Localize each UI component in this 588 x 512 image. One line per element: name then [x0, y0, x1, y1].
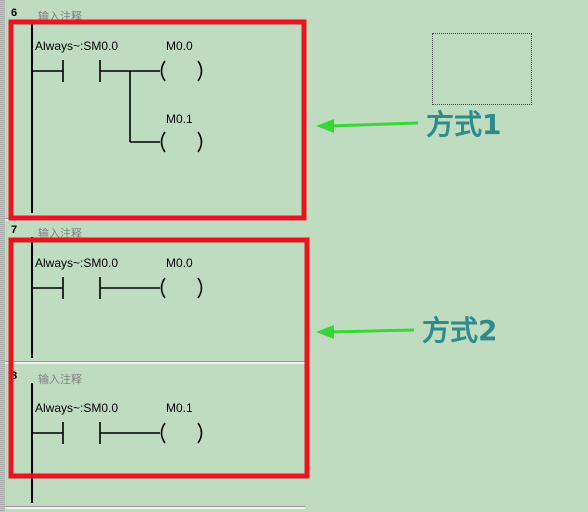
method1-annotation: 方式1 — [426, 108, 502, 141]
network-separator — [5, 506, 305, 509]
method2-highlight-box — [8, 237, 310, 479]
network-8-contact-label[interactable]: Always~:SM0.0 — [35, 401, 119, 415]
network-separator — [5, 361, 305, 364]
network-6-coil-1-label[interactable]: M0.0 — [166, 39, 193, 53]
network-6-number: 6 — [11, 7, 18, 19]
method2-annotation: 方式2 — [422, 314, 498, 347]
method1-arrow — [316, 119, 419, 133]
method1-highlight-box — [8, 19, 307, 221]
network-8-coil-label[interactable]: M0.1 — [166, 401, 193, 415]
network-6-contact-label[interactable]: Always~:SM0.0 — [35, 39, 119, 53]
network-7-number: 7 — [11, 224, 18, 236]
network-8-rung[interactable] — [32, 422, 203, 444]
editor-gutter — [0, 0, 5, 512]
ladder-editor[interactable] — [5, 0, 305, 512]
network-8-comment[interactable]: 输入注释 — [38, 374, 82, 386]
selection-box[interactable] — [432, 33, 532, 105]
network-7-rung[interactable] — [32, 277, 203, 299]
network-7-contact-label[interactable]: Always~:SM0.0 — [35, 256, 119, 270]
network-6-rung[interactable] — [32, 60, 203, 153]
network-6-coil-2-label[interactable]: M0.1 — [166, 112, 193, 126]
network-7-coil-label[interactable]: M0.0 — [166, 256, 193, 270]
network-7-comment[interactable]: 输入注释 — [38, 228, 82, 240]
method2-arrow — [316, 325, 415, 339]
network-8-number: 8 — [11, 370, 18, 382]
